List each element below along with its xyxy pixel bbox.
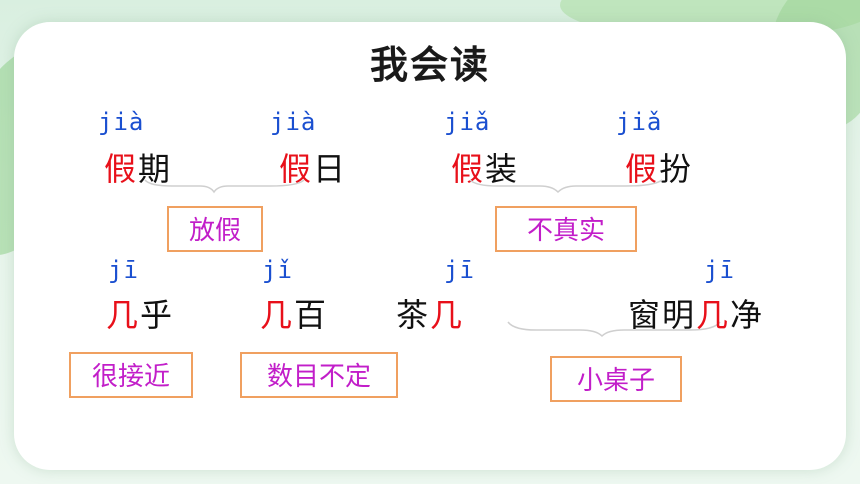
word-pre: 茶 — [396, 296, 431, 334]
highlight-char: 假 — [625, 150, 660, 188]
pinyin-ji-1: jī — [108, 256, 139, 284]
word-rest: 净 — [730, 296, 765, 334]
word-rest: 期 — [138, 150, 173, 188]
word-jiaban: 假扮 — [625, 144, 693, 190]
meaning-box-xiaozhuozi: 小桌子 — [550, 356, 682, 402]
highlight-char: 几 — [430, 296, 465, 334]
highlight-char: 几 — [260, 296, 295, 334]
pinyin-jia-4: jiǎ — [616, 108, 663, 136]
bracket-right-row1 — [469, 179, 663, 194]
word-rest: 装 — [485, 150, 520, 188]
highlight-char: 假 — [451, 150, 486, 188]
word-chaji: 茶几 — [396, 290, 464, 336]
bracket-row2 — [507, 321, 721, 338]
word-jiaqi: 假期 — [104, 144, 172, 190]
highlight-char: 假 — [279, 150, 314, 188]
meaning-box-buzhenshi: 不真实 — [495, 206, 637, 252]
pinyin-jia-3: jiǎ — [444, 108, 491, 136]
page-title: 我会读 — [369, 42, 490, 87]
bracket-left-row1 — [144, 179, 305, 194]
word-jihu: 几乎 — [106, 290, 174, 336]
pinyin-jia-2: jià — [270, 108, 317, 136]
word-jiazhuang: 假装 — [451, 144, 519, 190]
pinyin-ji-2: jǐ — [262, 256, 293, 284]
meaning-box-fangjia: 放假 — [167, 206, 263, 252]
meaning-box-shumubuding: 数目不定 — [240, 352, 398, 398]
highlight-char: 几 — [106, 296, 141, 334]
word-rest: 扮 — [659, 150, 694, 188]
meaning-box-henjiejin: 很接近 — [69, 352, 193, 398]
word-rest: 百 — [294, 296, 329, 334]
word-chuangmingjijing: 窗明几净 — [628, 290, 764, 336]
highlight-char: 几 — [696, 296, 731, 334]
highlight-char: 假 — [104, 150, 139, 188]
word-pre: 窗明 — [628, 296, 697, 334]
word-jibai: 几百 — [260, 290, 328, 336]
word-rest: 日 — [313, 150, 348, 188]
pinyin-ji-4: jī — [704, 256, 735, 284]
pinyin-jia-1: jià — [98, 108, 145, 136]
pinyin-ji-3: jī — [444, 256, 475, 284]
word-jiari: 假日 — [279, 144, 347, 190]
word-rest: 乎 — [140, 296, 175, 334]
